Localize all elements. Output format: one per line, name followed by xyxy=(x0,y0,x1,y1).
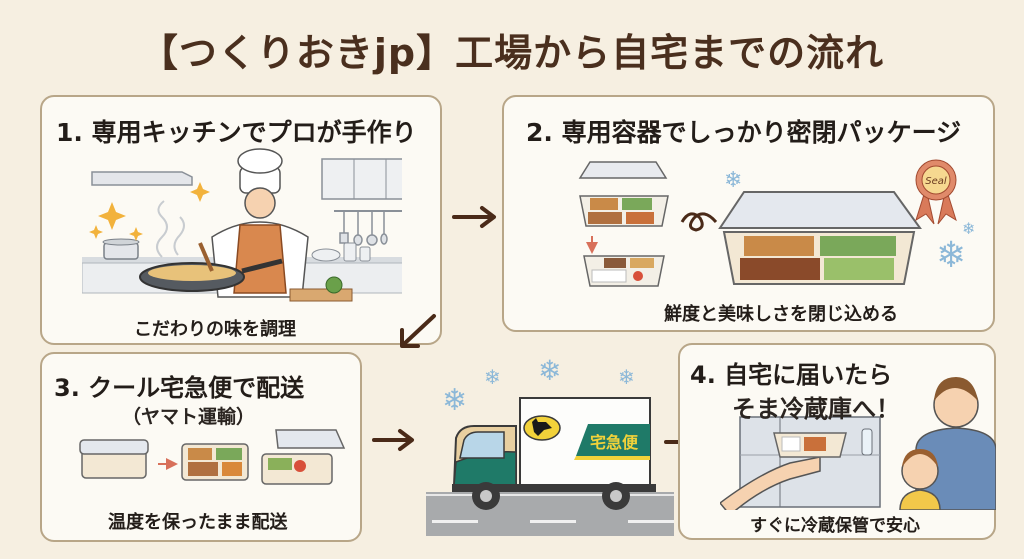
step-4-title-line1: 4. 自宅に届いたら xyxy=(690,361,893,389)
meal-container-icon xyxy=(583,255,665,287)
child-icon xyxy=(899,449,941,510)
sealed-containers-illustration: ❄ Seal ❄ ❄ xyxy=(578,159,975,287)
broccoli-icon xyxy=(325,276,343,294)
utensils-icon xyxy=(339,211,388,246)
sparkle-icon xyxy=(89,182,210,241)
step-3-panel: 3. クール宅急便で配送 （ヤマト運輸） 温度を保ったまま配送 xyxy=(40,352,362,542)
meal-container-icon xyxy=(579,195,669,227)
chef-cooking-illustration xyxy=(82,148,402,302)
step-4-title-line2: そま冷蔵庫へ！ xyxy=(732,395,900,423)
snowflake-icon: ❄ xyxy=(538,354,561,387)
pot-icon xyxy=(102,238,140,260)
snowflake-icon: ❄ xyxy=(618,365,635,389)
step-1-caption: こだわりの味を調理 xyxy=(134,319,296,340)
road xyxy=(426,492,674,536)
truck-window xyxy=(459,431,505,459)
meal-container-icon xyxy=(773,432,847,458)
step-2-title: 2. 専用容器でしっかり密閉パッケージ xyxy=(526,118,962,147)
seal-badge-icon: Seal xyxy=(915,159,957,225)
wok-icon xyxy=(139,242,283,292)
step-4-caption: すぐに冷蔵保管で安心 xyxy=(750,516,920,536)
family-fridge-illustration xyxy=(720,377,996,510)
snowflake-icon: ❄ xyxy=(724,168,742,193)
arrow-right-icon xyxy=(452,206,496,228)
father-icon xyxy=(915,377,996,510)
page-title: 【つくりおきjp】工場から自宅までの流れ xyxy=(139,31,885,75)
step-3-caption: 温度を保ったまま配送 xyxy=(108,512,288,533)
step-2-caption: 鮮度と美味しさを閉じ込める xyxy=(664,304,898,325)
step-1-panel: 1. 専用キッチンでプロが手作り xyxy=(40,95,442,345)
arrow-down-left-icon xyxy=(400,314,436,348)
curl-arrow-icon xyxy=(680,212,718,232)
range-hood-icon xyxy=(91,171,193,186)
step-2-panel: 2. 専用容器でしっかり密閉パッケージ ❄ xyxy=(502,95,995,332)
snowflake-icon: ❄ xyxy=(936,235,966,276)
step-3-title: 3. クール宅急便で配送 xyxy=(54,374,305,402)
large-meal-container-icon xyxy=(718,191,922,285)
cabinet-icon xyxy=(321,158,402,200)
meal-container-icon xyxy=(79,439,149,479)
chef-icon xyxy=(211,148,309,298)
arrow-right-icon xyxy=(372,429,414,451)
delivery-truck-illustration: ❄ ❄ ❄ ❄ 宅急便 xyxy=(426,354,674,536)
step-1-title: 1. 専用キッチンでプロが手作り xyxy=(56,118,417,147)
snowflake-icon: ❄ xyxy=(442,383,467,418)
meal-container-open-icon xyxy=(261,429,346,485)
step-4-panel: 4. 自宅に届いたら そま冷蔵庫へ！ すぐに冷蔵保管で安心 xyxy=(678,343,996,540)
meal-container-icon xyxy=(181,443,249,481)
seal-label: Seal xyxy=(925,176,947,187)
snowflake-icon: ❄ xyxy=(962,219,975,238)
snowflake-icon: ❄ xyxy=(484,365,501,389)
truck-label: 宅急便 xyxy=(590,433,639,452)
step-3-subtitle: （ヤマト運輸） xyxy=(122,406,256,428)
containers-sequence-illustration xyxy=(79,429,346,485)
cutting-board-icon xyxy=(289,288,353,302)
container-lid-icon xyxy=(578,161,668,179)
hand-icon xyxy=(720,456,821,510)
